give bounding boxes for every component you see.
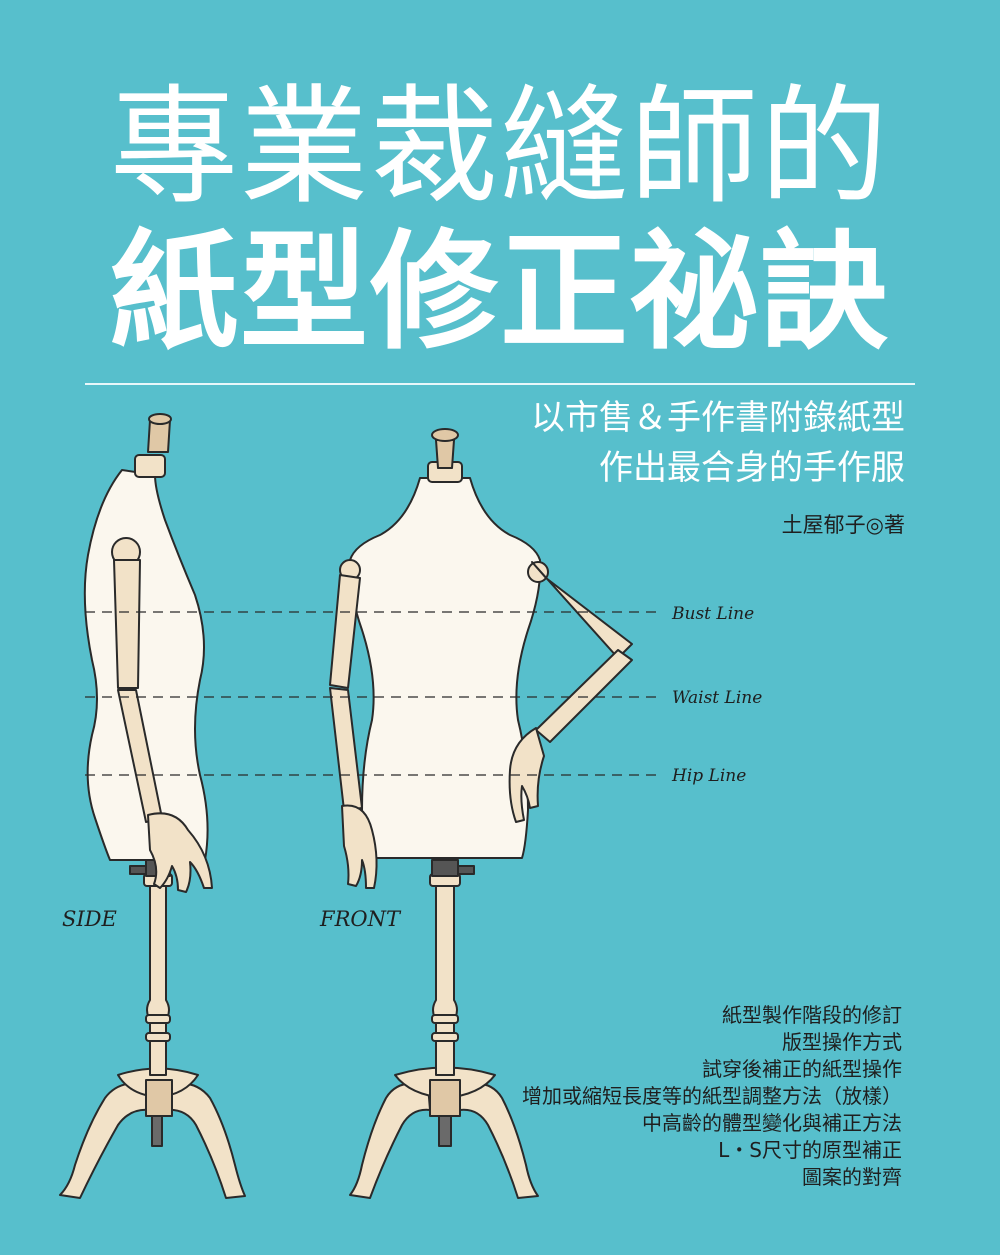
feature-item: L・S尺寸的原型補正: [718, 1138, 902, 1162]
side-dress-form: [59, 413, 246, 1199]
waist-line-label: Waist Line: [672, 688, 763, 708]
feature-list: 紙型製作階段的修訂 版型操作方式 試穿後補正的紙型操作 增加或縮短長度等的紙型調…: [522, 1002, 902, 1191]
hip-line-label: Hip Line: [672, 766, 747, 786]
feature-item: 中高齡的體型變化與補正方法: [642, 1111, 902, 1135]
feature-item: 紙型製作階段的修訂: [722, 1003, 902, 1027]
feature-item: 試穿後補正的紙型操作: [702, 1057, 902, 1081]
title-line-2: 紙型修正祕訣: [109, 217, 890, 367]
title-line-1: 專業裁縫師的: [109, 73, 890, 222]
side-view-label: SIDE: [62, 907, 117, 931]
bust-line-label: Bust Line: [672, 604, 755, 624]
subtitle-line-1: 以市售＆手作書附錄紙型: [531, 398, 905, 438]
feature-item: 增加或縮短長度等的紙型調整方法（放樣）: [522, 1084, 902, 1108]
front-dress-form: [329, 428, 633, 1199]
front-view-label: FRONT: [320, 907, 400, 931]
feature-item: 版型操作方式: [782, 1030, 902, 1054]
author-credit: 土屋郁子◎著: [781, 513, 905, 537]
title-divider: [85, 383, 915, 385]
feature-item: 圖案的對齊: [802, 1165, 902, 1189]
subtitle-line-2: 作出最合身的手作服: [599, 448, 905, 488]
